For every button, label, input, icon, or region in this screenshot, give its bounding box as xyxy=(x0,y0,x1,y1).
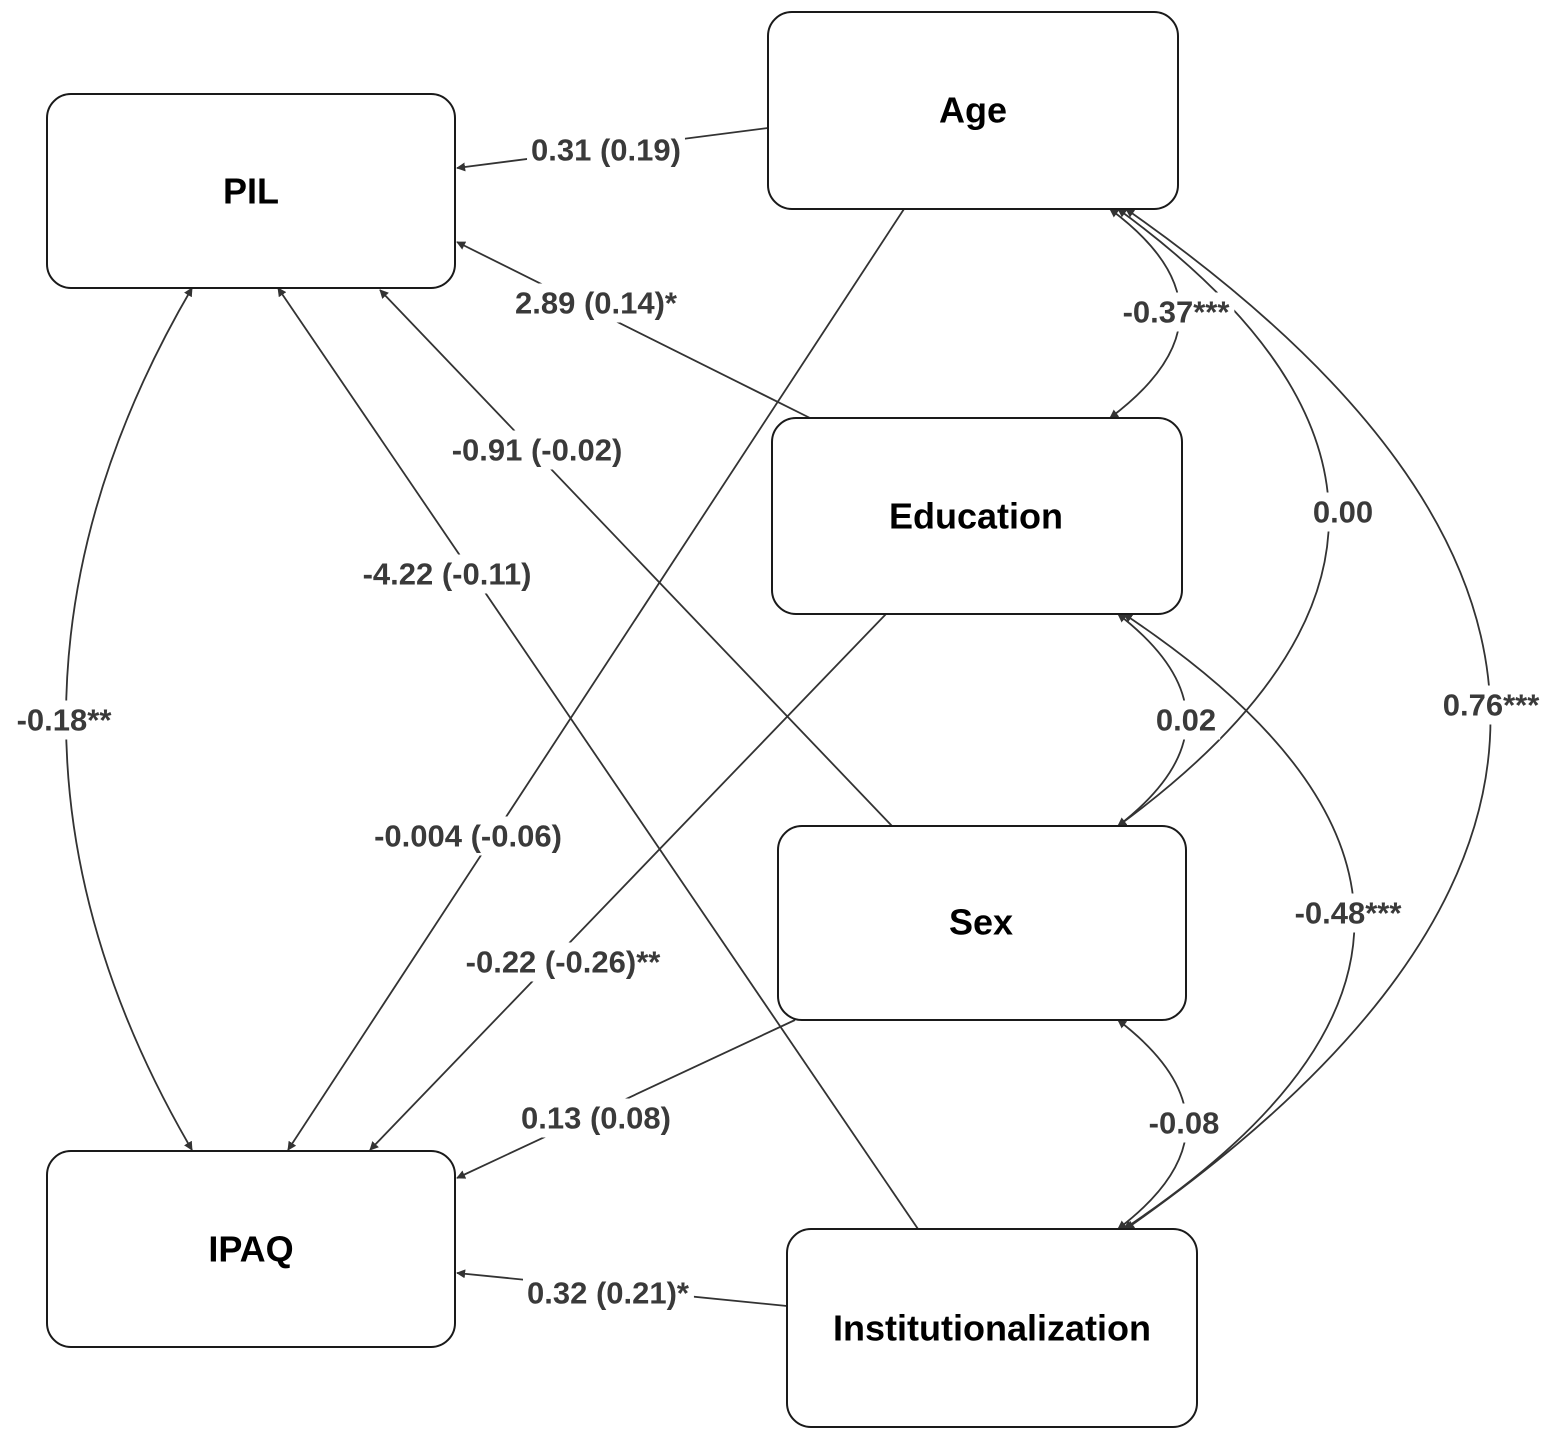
path-age-to-ipaq xyxy=(287,208,905,1151)
node-education-label: Education xyxy=(889,496,1063,537)
label-institutionalization-pil: -4.22 (-0.11) xyxy=(358,554,536,594)
svg-text:0.32 (0.21)*: 0.32 (0.21)* xyxy=(527,1276,690,1311)
label-institutionalization-ipaq: 0.32 (0.21)* xyxy=(523,1273,694,1313)
svg-text:0.02: 0.02 xyxy=(1156,703,1216,738)
label-age-ipaq: -0.004 (-0.06) xyxy=(370,816,566,856)
node-sex-label: Sex xyxy=(949,902,1013,943)
node-ipaq: IPAQ xyxy=(46,1150,456,1348)
node-ipaq-label: IPAQ xyxy=(208,1229,293,1270)
node-age: Age xyxy=(767,11,1179,210)
svg-text:0.76***: 0.76*** xyxy=(1443,688,1540,723)
node-institutionalization-label: Institutionalization xyxy=(833,1308,1151,1349)
svg-text:2.89 (0.14)*: 2.89 (0.14)* xyxy=(515,286,678,321)
path-education-to-ipaq xyxy=(369,613,887,1151)
path-institutionalization-to-pil xyxy=(277,287,919,1230)
label-age-pil: 0.31 (0.19) xyxy=(527,130,685,170)
label-cov-sex-institutionalization: -0.08 xyxy=(1144,1103,1224,1143)
label-cov-age-education: -0.37*** xyxy=(1118,292,1235,332)
label-cov-education-institutionalization: -0.48*** xyxy=(1290,893,1407,933)
svg-text:0.13 (0.08): 0.13 (0.08) xyxy=(521,1101,671,1136)
svg-text:-0.18**: -0.18** xyxy=(17,703,113,738)
node-pil-label: PIL xyxy=(223,171,279,212)
svg-text:0.31 (0.19): 0.31 (0.19) xyxy=(531,133,681,168)
svg-text:-0.004 (-0.06): -0.004 (-0.06) xyxy=(374,819,562,854)
node-education: Education xyxy=(771,417,1183,615)
node-sex: Sex xyxy=(777,825,1187,1021)
svg-text:-0.37***: -0.37*** xyxy=(1123,295,1231,330)
label-sex-pil: -0.91 (-0.02) xyxy=(447,430,627,470)
svg-text:-4.22 (-0.11): -4.22 (-0.11) xyxy=(363,557,532,592)
svg-text:-0.08: -0.08 xyxy=(1149,1106,1220,1141)
label-education-ipaq: -0.22 (-0.26)** xyxy=(461,942,666,982)
label-sex-ipaq: 0.13 (0.08) xyxy=(517,1098,675,1138)
svg-text:-0.91 (-0.02): -0.91 (-0.02) xyxy=(452,433,623,468)
label-cov-age-sex: 0.00 xyxy=(1308,492,1378,532)
node-pil: PIL xyxy=(46,93,456,289)
svg-text:-0.48***: -0.48*** xyxy=(1295,896,1403,931)
node-institutionalization: Institutionalization xyxy=(786,1228,1198,1428)
label-cov-education-sex: 0.02 xyxy=(1151,700,1221,740)
node-age-label: Age xyxy=(939,90,1007,131)
label-cov-pil-ipaq: -0.18** xyxy=(12,700,117,740)
label-cov-age-institutionalization: 0.76*** xyxy=(1438,685,1545,725)
path-education-to-pil xyxy=(456,241,811,419)
path-sex-to-pil xyxy=(379,289,893,827)
svg-text:-0.22 (-0.26)**: -0.22 (-0.26)** xyxy=(466,945,662,980)
label-education-pil: 2.89 (0.14)* xyxy=(511,283,682,323)
svg-text:0.00: 0.00 xyxy=(1313,495,1373,530)
